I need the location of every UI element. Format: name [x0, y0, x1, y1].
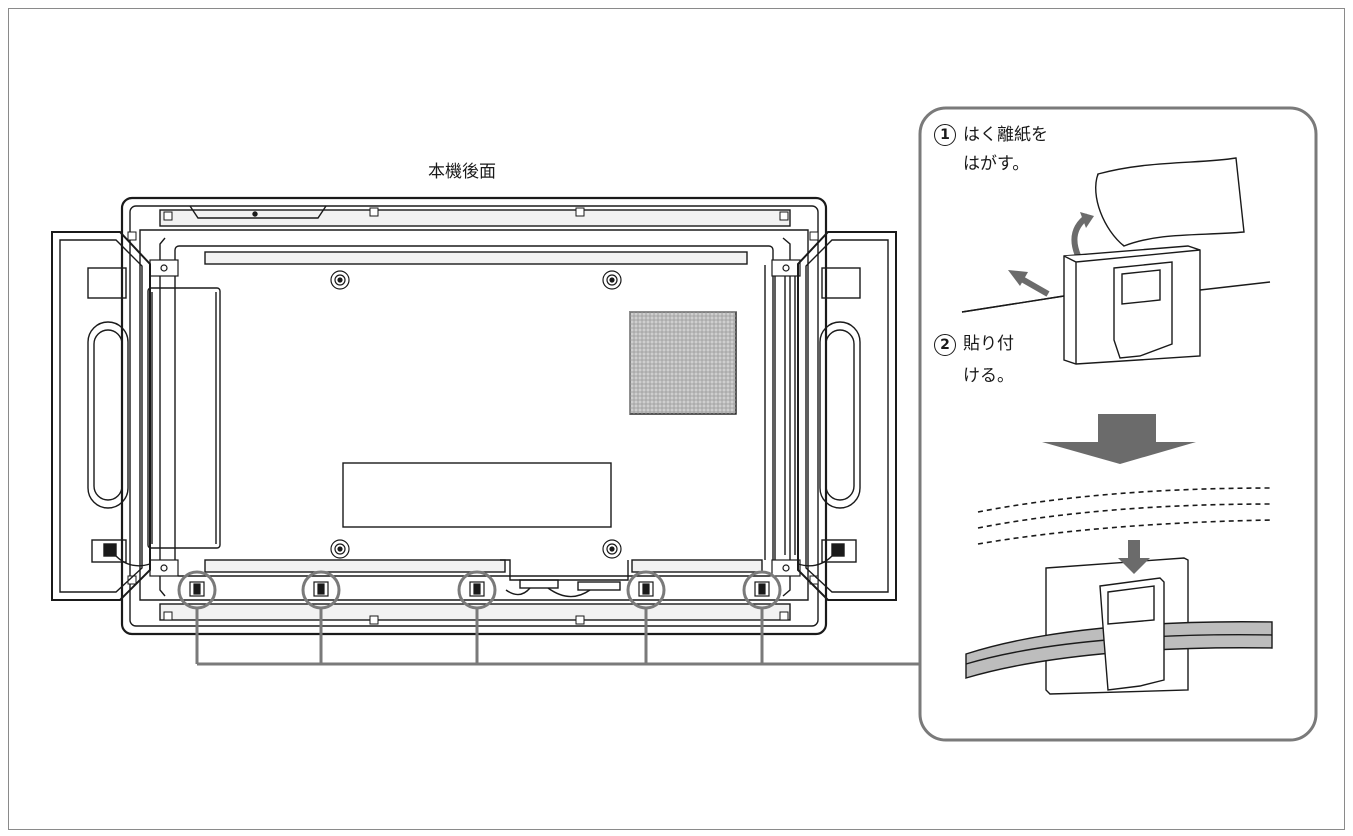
rear-view-title: 本機後面 — [428, 162, 496, 182]
figure-frame — [8, 8, 1345, 830]
cable-motion-lines — [977, 487, 1273, 545]
corner-brackets — [149, 259, 801, 577]
step2-line2: ける。 — [963, 366, 1014, 386]
monitor-rear-body — [120, 196, 828, 636]
push-arrow — [1018, 275, 1050, 297]
mounting-screws — [330, 270, 622, 559]
speaker-mesh — [629, 311, 736, 414]
clamp-icons — [189, 581, 770, 597]
clamp-positions — [177, 570, 920, 666]
small-down-arrow — [1118, 540, 1150, 574]
clamp-front — [1099, 577, 1165, 691]
right-side-panel — [797, 231, 897, 601]
step2-number: 2 — [934, 334, 956, 356]
cable-plain — [961, 295, 1065, 313]
cable-clamp-icon — [1063, 245, 1201, 365]
step1-number: 1 — [934, 124, 956, 146]
step2-line1: 貼り付 — [963, 334, 1014, 354]
release-paper — [1095, 157, 1245, 247]
arrow-down-icon — [1042, 414, 1196, 464]
step1-line2: はがす。 — [963, 154, 1030, 174]
frame-screws — [127, 207, 819, 625]
left-side-panel — [51, 231, 151, 601]
step1-line1: はく離紙を — [963, 125, 1048, 145]
